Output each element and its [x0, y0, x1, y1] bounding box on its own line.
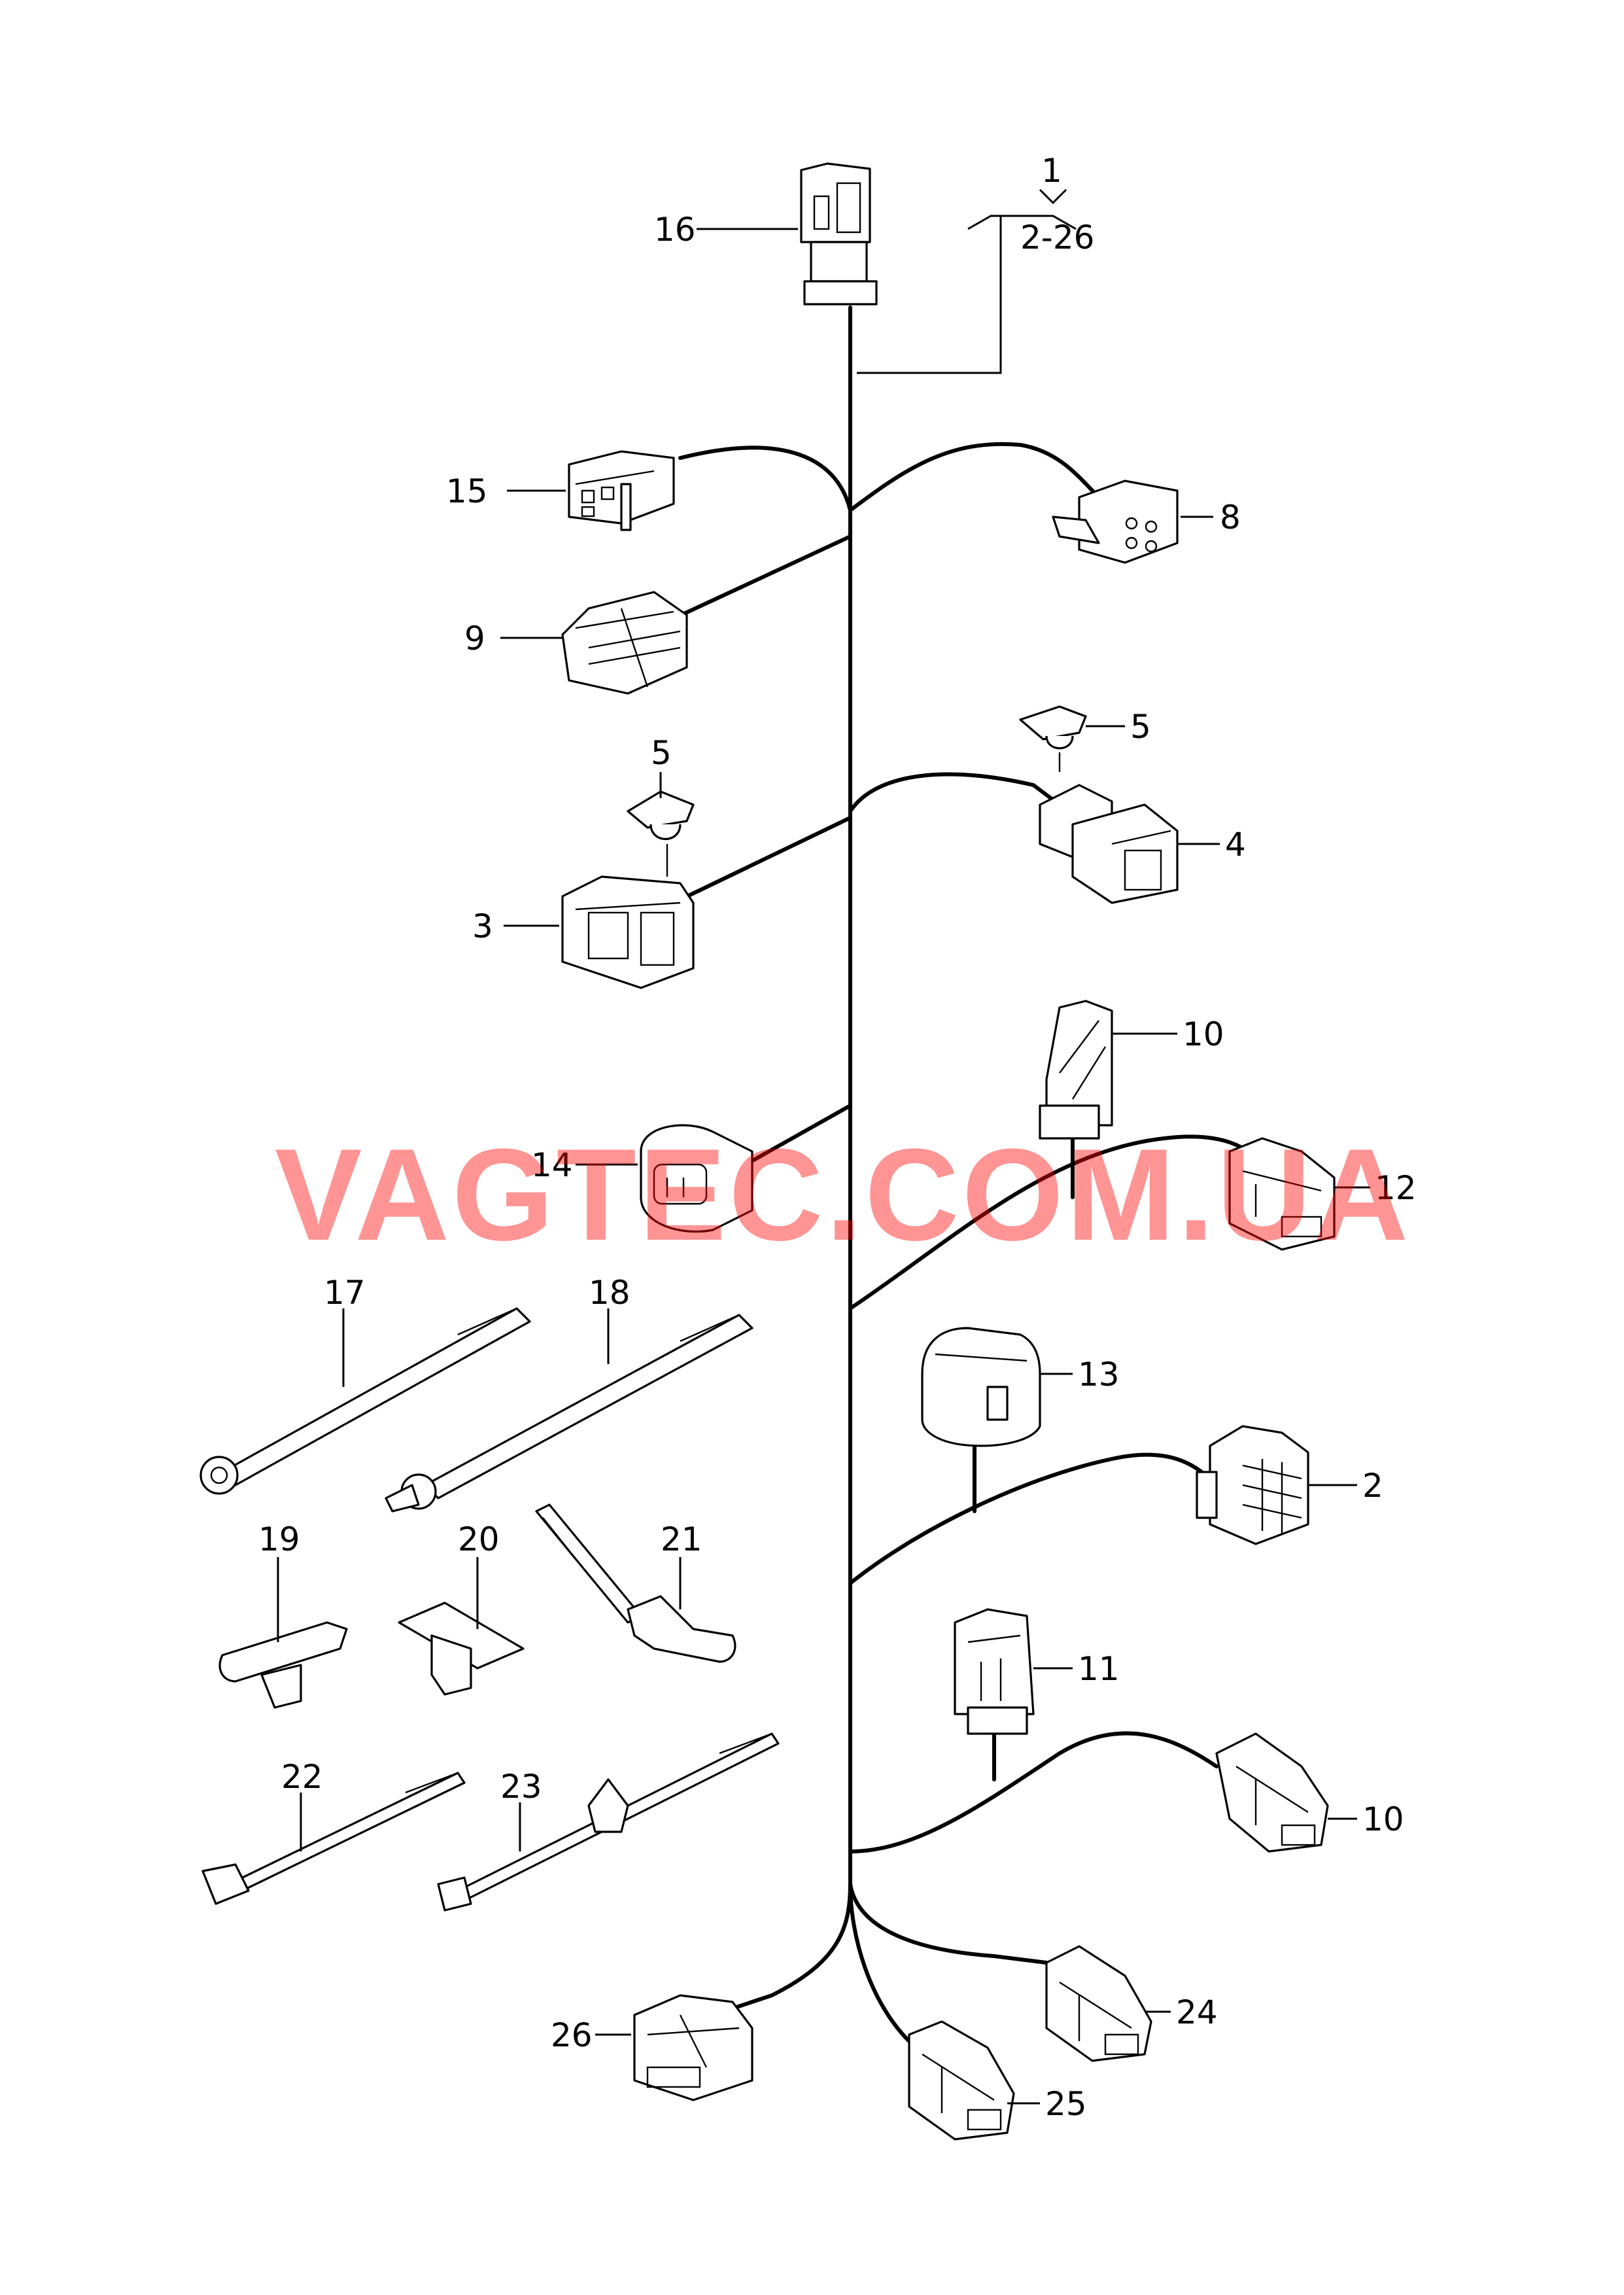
- cable-tie-23: [437, 1732, 780, 1912]
- connector-10-lower: [1215, 1732, 1329, 1853]
- label-8: 8: [1220, 499, 1241, 536]
- label-23: 23: [500, 1768, 542, 1806]
- label-25: 25: [1045, 2085, 1087, 2123]
- connector-3: [561, 875, 695, 989]
- connector-9: [561, 591, 688, 695]
- connector-4: [1039, 784, 1179, 904]
- connector-12: [1228, 1137, 1336, 1251]
- label-17: 17: [324, 1274, 366, 1312]
- label-1: 1: [1041, 152, 1062, 190]
- clip-5-upper: [1019, 705, 1087, 772]
- label-15: 15: [446, 472, 488, 510]
- label-12: 12: [1375, 1169, 1417, 1207]
- connector-24: [1045, 1945, 1152, 2062]
- label-5-lower: 5: [651, 734, 672, 772]
- label-14: 14: [531, 1146, 573, 1184]
- callout-labels: 1 2-26 16 15 8 9 5 5 4 3 10 14 12 17 18 …: [258, 152, 1417, 2123]
- label-10-lower: 10: [1362, 1800, 1404, 1838]
- connector-8: [1052, 480, 1179, 564]
- label-21: 21: [661, 1520, 702, 1558]
- cable-tie-18: [385, 1314, 753, 1513]
- cable-tie-22: [201, 1772, 466, 1905]
- holder-clip-20: [398, 1602, 525, 1696]
- wiring-harness: [665, 306, 1258, 2043]
- connector-15: [568, 450, 675, 531]
- holder-clip-19: [218, 1621, 348, 1709]
- cable-tie-17: [199, 1307, 531, 1495]
- connector-25: [908, 2020, 1015, 2141]
- label-19: 19: [258, 1520, 300, 1558]
- label-22: 22: [281, 1758, 323, 1796]
- label-24: 24: [1176, 1993, 1218, 2031]
- clip-5-lower: [627, 790, 695, 877]
- label-11: 11: [1078, 1650, 1120, 1688]
- label-3: 3: [472, 907, 493, 945]
- connector-14: [640, 1124, 753, 1233]
- connector-2: [1196, 1425, 1309, 1545]
- label-20: 20: [458, 1520, 500, 1558]
- cable-tie-21: [535, 1503, 736, 1663]
- label-9: 9: [464, 620, 485, 657]
- connector-16: [800, 162, 878, 306]
- label-10-upper: 10: [1183, 1015, 1224, 1053]
- label-5-upper: 5: [1130, 708, 1151, 746]
- label-4: 4: [1225, 826, 1246, 864]
- label-18: 18: [589, 1274, 631, 1312]
- connector-13: [921, 1327, 1041, 1447]
- label-range: 2-26: [1020, 219, 1094, 256]
- leader-lines: [277, 188, 1370, 2105]
- label-16: 16: [654, 211, 696, 249]
- label-2: 2: [1362, 1467, 1383, 1505]
- connector-11: [954, 1608, 1035, 1735]
- label-13: 13: [1078, 1356, 1120, 1393]
- connector-26: [633, 1994, 753, 2101]
- connector-10-upper: [1039, 1000, 1113, 1140]
- watermark: VAGTEC.COM.UA: [275, 1122, 1411, 1268]
- label-26: 26: [551, 2016, 593, 2054]
